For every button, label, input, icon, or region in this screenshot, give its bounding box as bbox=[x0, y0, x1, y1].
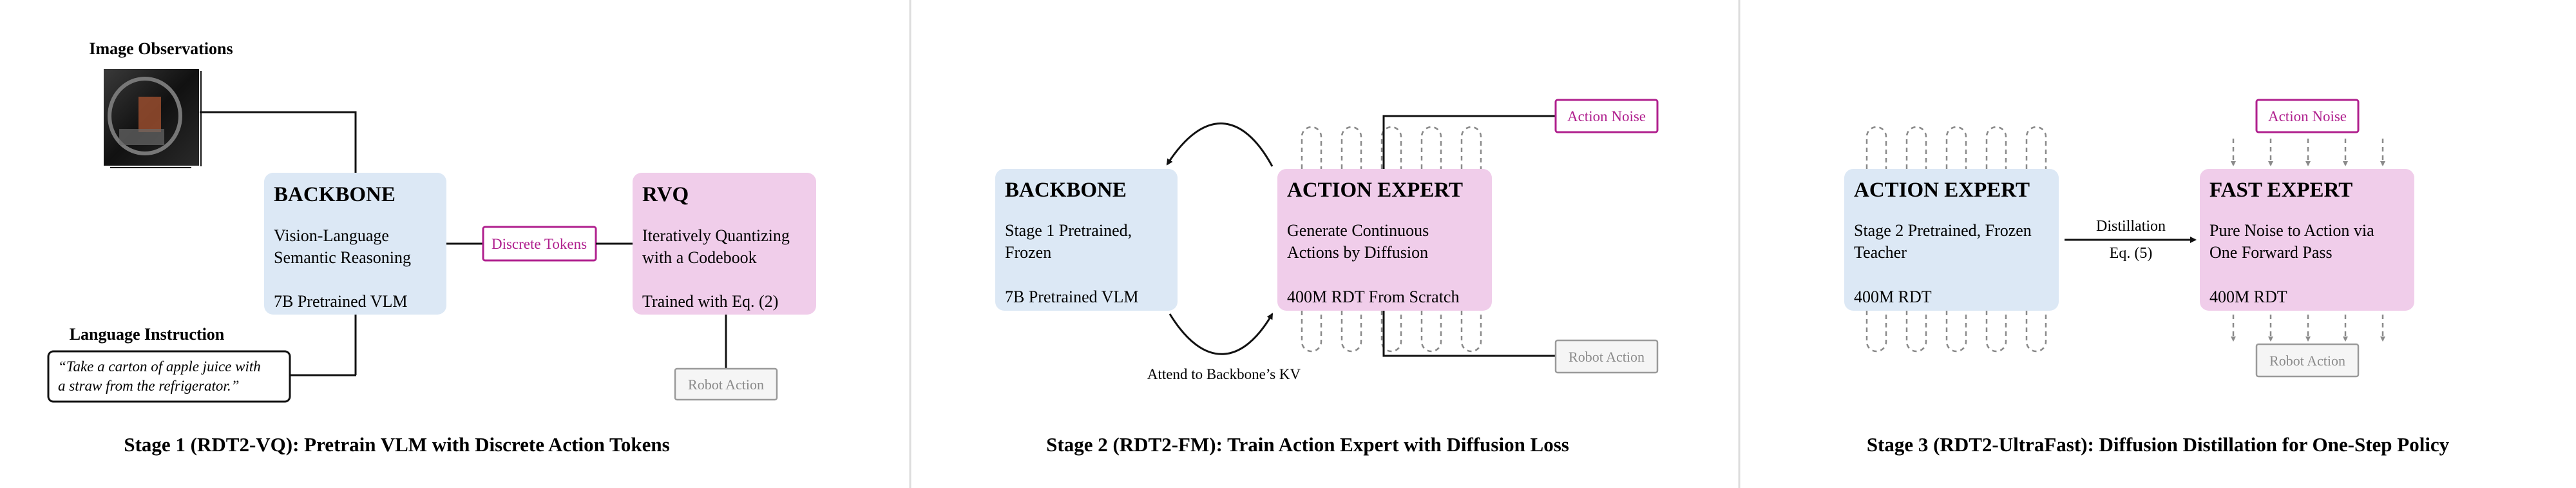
fast-expert-line1: Pure Noise to Action via bbox=[2209, 221, 2374, 240]
discrete-tokens-label: Discrete Tokens bbox=[491, 236, 587, 252]
rvq-line2: with a Codebook bbox=[642, 248, 757, 267]
stage2-noise-connector bbox=[1382, 115, 1556, 169]
stage1-backbone-line1: Vision-Language bbox=[274, 226, 389, 245]
stage2-expert-title: ACTION EXPERT bbox=[1287, 179, 1463, 202]
stage2-backbone-box bbox=[995, 169, 1178, 311]
stage1-backbone-title: BACKBONE bbox=[274, 183, 396, 206]
stage2-caption: Stage 2 (RDT2-FM): Train Action Expert w… bbox=[1046, 433, 1569, 456]
stage3-teacher-line1: Stage 2 Pretrained, Frozen bbox=[1854, 221, 2032, 240]
stage2-expert-line1: Generate Continuous bbox=[1287, 221, 1429, 240]
stage3-noise-box bbox=[2255, 99, 2360, 133]
stage3-teacher-top-loops bbox=[1865, 126, 2047, 169]
stage3-teacher-footer: 400M RDT bbox=[1854, 288, 1932, 306]
stage3-teacher-bottom-loops bbox=[1865, 311, 2047, 353]
attend-arrow-bottom bbox=[1169, 313, 1274, 355]
rvq-line1: Iteratively Quantizing bbox=[642, 226, 790, 245]
stage1-robot-action-box bbox=[674, 367, 778, 401]
stage3-teacher-line2: Teacher bbox=[1854, 243, 1907, 262]
rvq-footer: Trained with Eq. (2) bbox=[642, 292, 778, 311]
stage1-backbone-line2: Semantic Reasoning bbox=[274, 248, 411, 267]
stage2-backbone-title: BACKBONE bbox=[1005, 179, 1127, 202]
stage3-action-arrows bbox=[2231, 315, 2385, 342]
stage2-robot-action-box bbox=[1554, 339, 1659, 374]
stage2-robot-action-label: Robot Action bbox=[1569, 349, 1645, 365]
stage2-backbone-line1: Stage 1 Pretrained, bbox=[1005, 221, 1132, 240]
rvq-box bbox=[633, 173, 816, 315]
stage3-caption: Stage 3 (RDT2-UltraFast): Diffusion Dist… bbox=[1867, 433, 2450, 456]
stage2-backbone-line2: Frozen bbox=[1005, 243, 1051, 262]
instruction-line1: “Take a carton of apple juice with bbox=[58, 358, 261, 375]
stage1-panel: Image Observations BACKBONE Vision-Langu… bbox=[47, 39, 816, 456]
stage2-bottom-loops bbox=[1301, 311, 1482, 353]
image-observations-label: Image Observations bbox=[89, 39, 233, 58]
stage3-robot-action-label: Robot Action bbox=[2269, 353, 2345, 369]
stage1-robot-action-label: Robot Action bbox=[688, 376, 764, 393]
image-observations-icon bbox=[102, 68, 202, 170]
stage2-panel: BACKBONE Stage 1 Pretrained, Frozen 7B P… bbox=[995, 99, 1659, 456]
language-instruction-label: Language Instruction bbox=[70, 325, 225, 344]
stage3-noise-arrows bbox=[2231, 139, 2385, 166]
fast-expert-footer: 400M RDT bbox=[2209, 288, 2287, 306]
stage2-expert-footer: 400M RDT From Scratch bbox=[1287, 288, 1459, 306]
stage1-caption: Stage 1 (RDT2-VQ): Pretrain VLM with Dis… bbox=[124, 433, 669, 456]
stage1-backbone-box bbox=[264, 173, 446, 315]
stage2-expert-box bbox=[1277, 169, 1492, 311]
stage2-top-loops bbox=[1301, 126, 1482, 169]
attend-kv-label: Attend to Backbone’s KV bbox=[1147, 366, 1301, 382]
stage3-noise-label: Action Noise bbox=[2268, 108, 2347, 124]
attend-arrow-top bbox=[1166, 122, 1274, 167]
distillation-eq: Eq. (5) bbox=[2110, 245, 2153, 262]
stage2-expert-line2: Actions by Diffusion bbox=[1287, 243, 1428, 262]
stage2-backbone-footer: 7B Pretrained VLM bbox=[1005, 288, 1139, 306]
fast-expert-box bbox=[2200, 169, 2414, 311]
stage3-robot-action-box bbox=[2255, 343, 2360, 378]
image-connector bbox=[200, 111, 357, 173]
stage2-noise-label: Action Noise bbox=[1567, 108, 1646, 124]
fast-expert-line2: One Forward Pass bbox=[2209, 243, 2333, 262]
stage2-action-connector bbox=[1382, 311, 1556, 357]
fast-expert-title: FAST EXPERT bbox=[2209, 179, 2352, 202]
stage1-backbone-footer: 7B Pretrained VLM bbox=[274, 292, 408, 311]
distillation-label: Distillation bbox=[2096, 218, 2166, 235]
instruction-line2: a straw from the refrigerator.” bbox=[58, 378, 239, 394]
stage3-panel: ACTION EXPERT Stage 2 Pretrained, Frozen… bbox=[1844, 99, 2450, 456]
stage3-teacher-title: ACTION EXPERT bbox=[1854, 179, 2030, 202]
stage2-noise-box bbox=[1554, 99, 1659, 133]
stage3-teacher-box bbox=[1844, 169, 2059, 311]
rvq-title: RVQ bbox=[642, 183, 689, 206]
instruction-box bbox=[47, 350, 291, 403]
